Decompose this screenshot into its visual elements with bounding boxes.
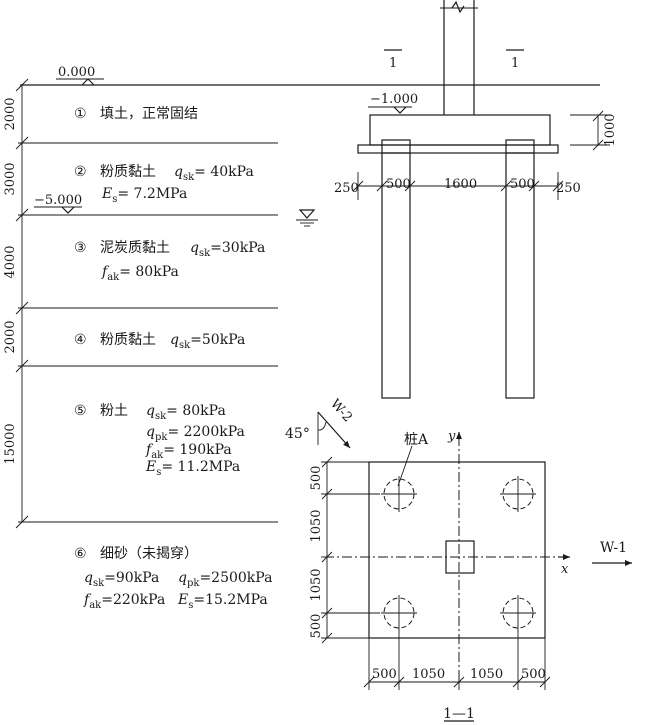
layer-5-param: qpk= 2200kPa (146, 424, 245, 443)
layer-5-name: 粉土 (100, 403, 128, 419)
plan-dim-x: 1050 (470, 667, 503, 682)
pile-plan (500, 595, 536, 631)
elevation-marker-cap (393, 106, 407, 114)
layer-2-param: Es= 7.2MPa (101, 186, 187, 205)
elevation-ground: 0.000 (58, 65, 95, 80)
plan-dim-y: 500 (309, 614, 324, 639)
pile-a-label: 桩A (404, 431, 429, 448)
x-axis-label: x (561, 562, 569, 577)
layer-4-name: 粉质黏土 (100, 332, 156, 348)
angle-label: 45° (285, 426, 310, 442)
pile-plan (381, 595, 417, 631)
plan-dim-y: 500 (309, 466, 324, 491)
elevation-marker-ground (81, 78, 95, 86)
layer-3-name: 泥炭质黏土 (100, 240, 170, 256)
w2-label: W-2 (327, 397, 355, 426)
layer-3-param: qsk=30kPa (190, 240, 265, 259)
layer-3-number: ③ (74, 240, 87, 256)
thickness-label: 15000 (3, 423, 18, 464)
water-table-icon (296, 209, 318, 227)
cap-dim-pile-left: 500 (386, 177, 411, 192)
plan-dim-y: 1050 (309, 509, 324, 542)
thickness-label: 2000 (3, 320, 18, 353)
layer-2-param: qsk= 40kPa (174, 164, 254, 183)
layer-4-param: qsk=50kPa (170, 332, 245, 351)
thickness-label: 3000 (3, 162, 18, 195)
cap-dim-edge-left: 250 (334, 181, 359, 196)
thickness-label: 4000 (3, 245, 18, 278)
layer-5-param: fak= 190kPa (145, 442, 232, 461)
plan-dim-y: 1050 (309, 568, 324, 601)
layer-4-number: ④ (74, 332, 87, 348)
layer-5-param: Es= 11.2MPa (145, 459, 240, 478)
cap-height-label: 1000 (603, 113, 618, 146)
elevation-marker-water (61, 206, 75, 214)
y-axis-label: y (447, 429, 456, 444)
pile-a-leader (397, 445, 413, 487)
pile-plan (500, 476, 536, 512)
cap-dim-edge-right: 250 (556, 181, 581, 196)
pile-cap-plan: 45° W-2 x y 桩A (285, 397, 632, 722)
layer-2-number: ② (74, 164, 87, 180)
cap-dim-pile-right: 500 (510, 177, 535, 192)
layer-1-name: 填土，正常固结 (100, 106, 198, 122)
layer-6-param: qsk=90kPa (84, 570, 159, 589)
plan-dim-x: 500 (521, 667, 546, 682)
pile-plan (381, 476, 417, 512)
soil-profile: 0.000 2000 3000 4000 2000 15000 −5.000 (3, 65, 600, 611)
layer-6-param: fak=220kPa (83, 592, 165, 611)
cap-dim-spacing: 1600 (444, 177, 477, 192)
plan-dim-x: 500 (372, 667, 397, 682)
plan-dim-x: 1050 (412, 667, 445, 682)
layer-6-param: Es=15.2MPa (177, 592, 268, 611)
layer-5-param: qsk= 80kPa (146, 403, 226, 422)
pile-left (381, 139, 411, 399)
column (443, 0, 475, 115)
layer-1-number: ① (74, 106, 87, 122)
layer-6-param: qpk=2500kPa (178, 570, 272, 589)
layer-2-name: 粉质黏土 (100, 164, 156, 180)
layer-6-name: 细砂（未揭穿） (100, 546, 198, 562)
cushion-layer (357, 144, 559, 154)
section-mark-left: 1 (389, 56, 397, 71)
thickness-label: 2000 (3, 97, 18, 130)
layer-5-number: ⑤ (74, 403, 87, 419)
w1-label: W-1 (600, 540, 627, 556)
layer-6-number: ⑥ (74, 546, 87, 562)
section-mark-right: 1 (511, 56, 519, 71)
break-mark (451, 0, 465, 14)
cap-outline (368, 461, 546, 639)
elevation-water: −5.000 (34, 193, 82, 208)
pile-right (505, 139, 535, 399)
pile-cap-elevation: 1 1 −1.000 1000 (334, 0, 618, 399)
layer-3-param: fak= 80kPa (101, 264, 179, 283)
plan-title: 1—1 (443, 706, 475, 722)
w2-arrow (317, 411, 351, 449)
elevation-cap: −1.000 (370, 92, 418, 107)
